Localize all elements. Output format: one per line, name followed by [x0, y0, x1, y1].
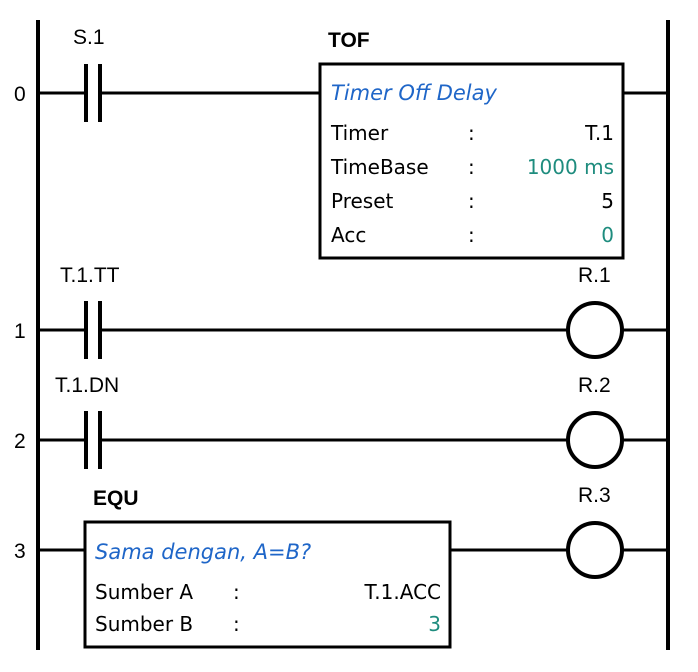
contact-s1[interactable] — [84, 64, 102, 122]
coil-r1[interactable] — [566, 301, 624, 359]
row-value: T.1 — [584, 121, 614, 145]
coil-r3[interactable] — [566, 521, 624, 579]
row-value: 3 — [428, 612, 441, 636]
rung-number: 3 — [14, 540, 26, 563]
rung-number: 0 — [14, 83, 26, 106]
rung-number: 1 — [14, 320, 26, 343]
row-name: Sumber B — [95, 612, 193, 636]
contact-t1-tt[interactable] — [84, 301, 102, 359]
block-frame — [318, 62, 625, 260]
row-sep: : — [233, 580, 240, 604]
rung-2: 2 T.1.DN R.2 — [14, 374, 668, 469]
rung-number: 2 — [14, 430, 26, 453]
row-name: Acc — [331, 223, 366, 247]
coil-label: R.2 — [578, 374, 611, 397]
row-sep: : — [468, 155, 475, 179]
row-name: Preset — [331, 189, 394, 213]
block-frame — [83, 520, 452, 649]
coil-r2[interactable] — [566, 411, 624, 469]
row-name: Timer — [330, 121, 389, 145]
block-type-label: TOF — [328, 29, 370, 52]
row-sep: : — [233, 612, 240, 636]
row-name: Sumber A — [95, 580, 193, 604]
row-sep: : — [468, 223, 475, 247]
row-name: TimeBase — [330, 155, 429, 179]
row-value: 5 — [601, 189, 614, 213]
row-value: 1000 ms — [527, 155, 614, 179]
contact-label: T.1.TT — [60, 264, 120, 287]
rung-0: 0 S.1 TOF Timer Off Delay Timer : T.1 Ti… — [14, 26, 668, 260]
block-title: Sama dengan, A=B? — [95, 540, 311, 564]
tof-block[interactable]: Timer Off Delay Timer : T.1 TimeBase : 1… — [318, 62, 625, 260]
row-value: 0 — [601, 223, 614, 247]
row-sep: : — [468, 189, 475, 213]
row-sep: : — [468, 121, 475, 145]
rung-3: 3 EQU Sama dengan, A=B? Sumber A : T.1.A… — [14, 484, 668, 649]
rung-1: 1 T.1.TT R.1 — [14, 264, 668, 359]
contact-t1-dn[interactable] — [84, 411, 102, 469]
contact-label: S.1 — [73, 26, 105, 49]
block-title: Timer Off Delay — [331, 81, 498, 105]
contact-label: T.1.DN — [55, 374, 119, 397]
coil-label: R.1 — [578, 264, 611, 287]
coil-label: R.3 — [578, 484, 611, 507]
block-type-label: EQU — [93, 487, 139, 510]
row-value: T.1.ACC — [363, 580, 441, 604]
equ-block[interactable]: Sama dengan, A=B? Sumber A : T.1.ACC Sum… — [83, 520, 452, 649]
